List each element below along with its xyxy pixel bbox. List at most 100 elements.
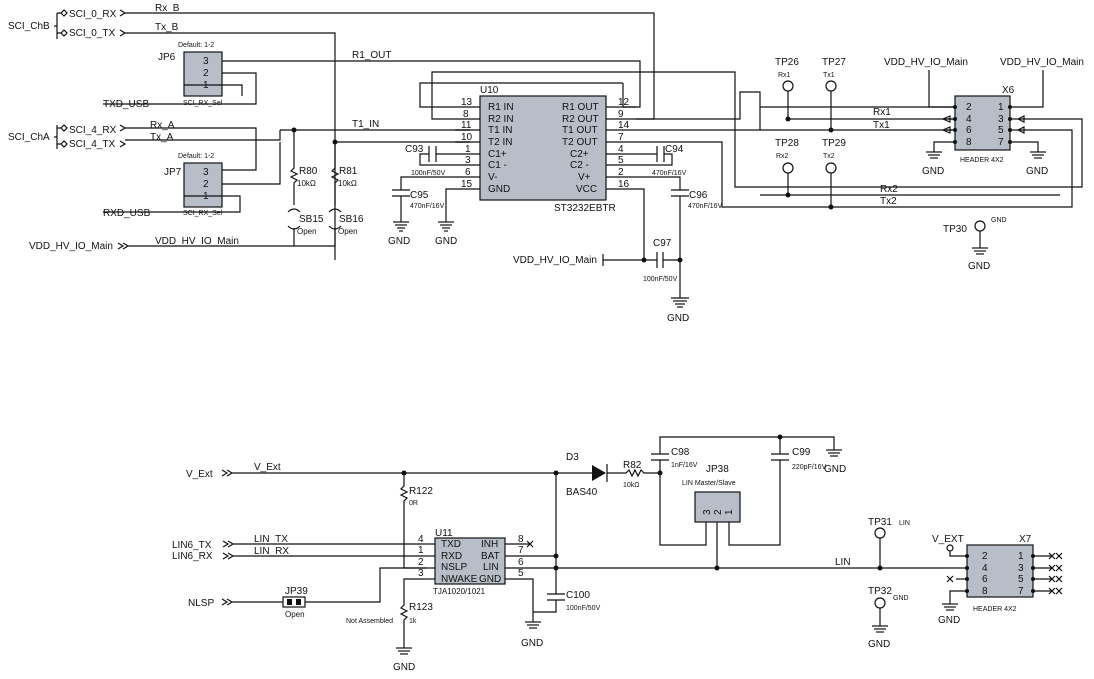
ic-u11[interactable]: U11 TJA1020/1021 4 1 2 3 TXD RXD NSLP NW…: [418, 528, 530, 596]
gnd-label: GND: [667, 313, 689, 324]
sb15-value: Open: [297, 227, 317, 236]
resistor-r82[interactable]: R82 10kΩ: [607, 460, 660, 489]
x6-pin-2: 2: [966, 102, 972, 113]
u10-pin-9: 9: [618, 109, 624, 120]
testpoint-tp30[interactable]: TP30 GND GND: [943, 217, 1007, 272]
capacitor-c93[interactable]: C93 100nF/50V: [405, 144, 455, 177]
capacitor-c97[interactable]: C97 100nF/50V: [643, 238, 680, 283]
u11-pin-8: 8: [518, 534, 524, 545]
tp32-net: GND: [893, 595, 909, 602]
resistor-r81[interactable]: R81 10kΩ: [330, 142, 358, 205]
u11-pin-7: 7: [518, 545, 524, 556]
resistor-r80[interactable]: R80 10kΩ: [289, 130, 318, 205]
u10-pin-8: 8: [463, 109, 469, 120]
port-sci-4-rx: SCI_4_RX: [69, 125, 117, 136]
gnd-label: GND: [521, 638, 543, 649]
gnd-c97: GND: [667, 297, 689, 324]
u10-pin-t2in: T2 IN: [488, 137, 512, 148]
c96-ref: C96: [689, 190, 708, 201]
u11-part: TJA1020/1021: [433, 587, 486, 596]
net-tx2: Tx2: [880, 196, 897, 207]
resistor-r122[interactable]: R122 0R: [399, 473, 433, 569]
connector-sci-cha: SCI_ChA SCI_4_RX SCI_4_TX: [8, 124, 127, 150]
header-x7[interactable]: V_EXT X7 HEADER 4X2 2 4 6 8 1 3 5 7: [932, 534, 1052, 613]
net-r1-out: R1_OUT: [352, 50, 391, 61]
x7-ref: X7: [1019, 534, 1032, 545]
sb15-ref: SB15: [299, 214, 324, 225]
x6-pin-3: 3: [998, 114, 1004, 125]
jumper-jp7[interactable]: Default: 1-2 JP7 3 2 1 SCI_RX_Sel: [164, 153, 223, 217]
net-rxd-usb: RXD_USB: [103, 208, 151, 219]
c99-ref: C99: [792, 447, 811, 458]
c93-ref: C93: [405, 144, 424, 155]
net-tx-a: Tx_A: [150, 132, 174, 143]
capacitor-c100[interactable]: C100 100nF/50V: [533, 590, 601, 613]
gnd-label: GND: [435, 236, 457, 247]
x7-pin-4: 4: [982, 563, 988, 574]
header-x6[interactable]: VDD_HV_IO_Main VDD_HV_IO_Main X6 HEADER …: [884, 57, 1084, 164]
capacitor-c94[interactable]: C94 470nF/16V: [636, 144, 687, 177]
testpoint-tp32[interactable]: TP32 GND GND: [868, 586, 909, 650]
wire-r1-out: [222, 60, 641, 108]
capacitor-c95[interactable]: C95 470nF/16V: [392, 176, 455, 222]
u10-body: [479, 95, 607, 201]
x6-vdd-left: VDD_HV_IO_Main: [884, 57, 968, 68]
u10-pin-r1out: R1 OUT: [562, 102, 599, 113]
testpoint-tp27[interactable]: TP27 Tx1: [822, 57, 846, 130]
net-rx-b: Rx_B: [155, 3, 180, 14]
r82-value: 10kΩ: [623, 482, 640, 489]
jp38-pin-1: 1: [724, 509, 735, 515]
jumper-jp39[interactable]: JP39 Open: [282, 586, 308, 619]
x6-pin-4: 4: [966, 114, 972, 125]
gnd-x6-left: GND: [922, 151, 944, 177]
testpoint-tp28[interactable]: TP28 Rx2: [775, 138, 799, 195]
r80-ref: R80: [299, 166, 318, 177]
net-lin-tx: LIN_TX: [254, 534, 288, 545]
u11-pin-nslp: NSLP: [441, 562, 467, 573]
solder-bridge-sb15[interactable]: SB15 Open: [287, 208, 324, 242]
u10-pin-t1out: T1 OUT: [562, 125, 598, 136]
u10-pin-t1in: T1 IN: [488, 125, 512, 136]
ic-u10[interactable]: U10 ST3232EBTR 13 8 11 10 1 3 6 15 R1 IN…: [455, 85, 636, 214]
u11-pin-6: 6: [518, 557, 524, 568]
x6-name: HEADER 4X2: [960, 157, 1004, 164]
gnd-u11: GND: [521, 621, 543, 649]
c93-value: 100nF/50V: [411, 170, 446, 177]
wire-rx-a: [125, 127, 257, 171]
testpoint-tp29[interactable]: TP29 Tx2: [822, 138, 846, 207]
capacitor-c98[interactable]: C98 1nF/16V: [651, 436, 835, 469]
jumper-jp6[interactable]: Default: 1-2 JP6 3 2 1 SCI_RX_Sel: [158, 42, 223, 107]
tp31-net: LIN: [899, 520, 910, 527]
c94-value: 470nF/16V: [652, 170, 687, 177]
resistor-r123[interactable]: R123 1k Not Assembled: [346, 599, 433, 648]
capacitor-c99[interactable]: C99 220pF/16V: [728, 437, 827, 546]
jp7-pin-2: 2: [203, 179, 209, 190]
testpoint-tp26[interactable]: TP26 Rx1: [775, 57, 799, 119]
jp39-body: [282, 596, 306, 608]
jumper-jp38[interactable]: JP38 LIN Master/Slave 3 2 1: [682, 464, 741, 523]
x7-pin-2: 2: [982, 551, 988, 562]
jp7-pin-3: 3: [203, 167, 209, 178]
testpoint-tp31[interactable]: TP31 LIN: [868, 517, 910, 568]
x6-pin-5: 5: [998, 125, 1004, 136]
r81-ref: R81: [339, 166, 358, 177]
solder-bridge-sb16[interactable]: SB16 Open: [328, 208, 364, 242]
u10-pin-t2out: T2 OUT: [562, 137, 598, 148]
jp7-ref: JP7: [164, 167, 182, 178]
gnd-u10: GND: [435, 188, 457, 247]
diode-d3[interactable]: D3 BAS40: [566, 452, 608, 498]
tp28-net: Rx2: [776, 153, 789, 160]
c99-value: 220pF/16V: [792, 464, 827, 471]
wire-rx1-header: [636, 106, 955, 131]
no-connect-markers: [946, 552, 1063, 595]
x7-pin-5: 5: [1018, 574, 1024, 585]
tp31-ref: TP31: [868, 517, 892, 528]
u11-body: [434, 537, 506, 585]
c97-value: 100nF/50V: [643, 276, 678, 283]
x7-pin-7: 7: [1018, 586, 1024, 597]
x7-pin-1: 1: [1018, 551, 1024, 562]
x6-pin-1: 1: [998, 102, 1004, 113]
capacitor-c96[interactable]: C96 470nF/16V: [671, 189, 723, 298]
u10-pin-7: 7: [618, 132, 624, 143]
